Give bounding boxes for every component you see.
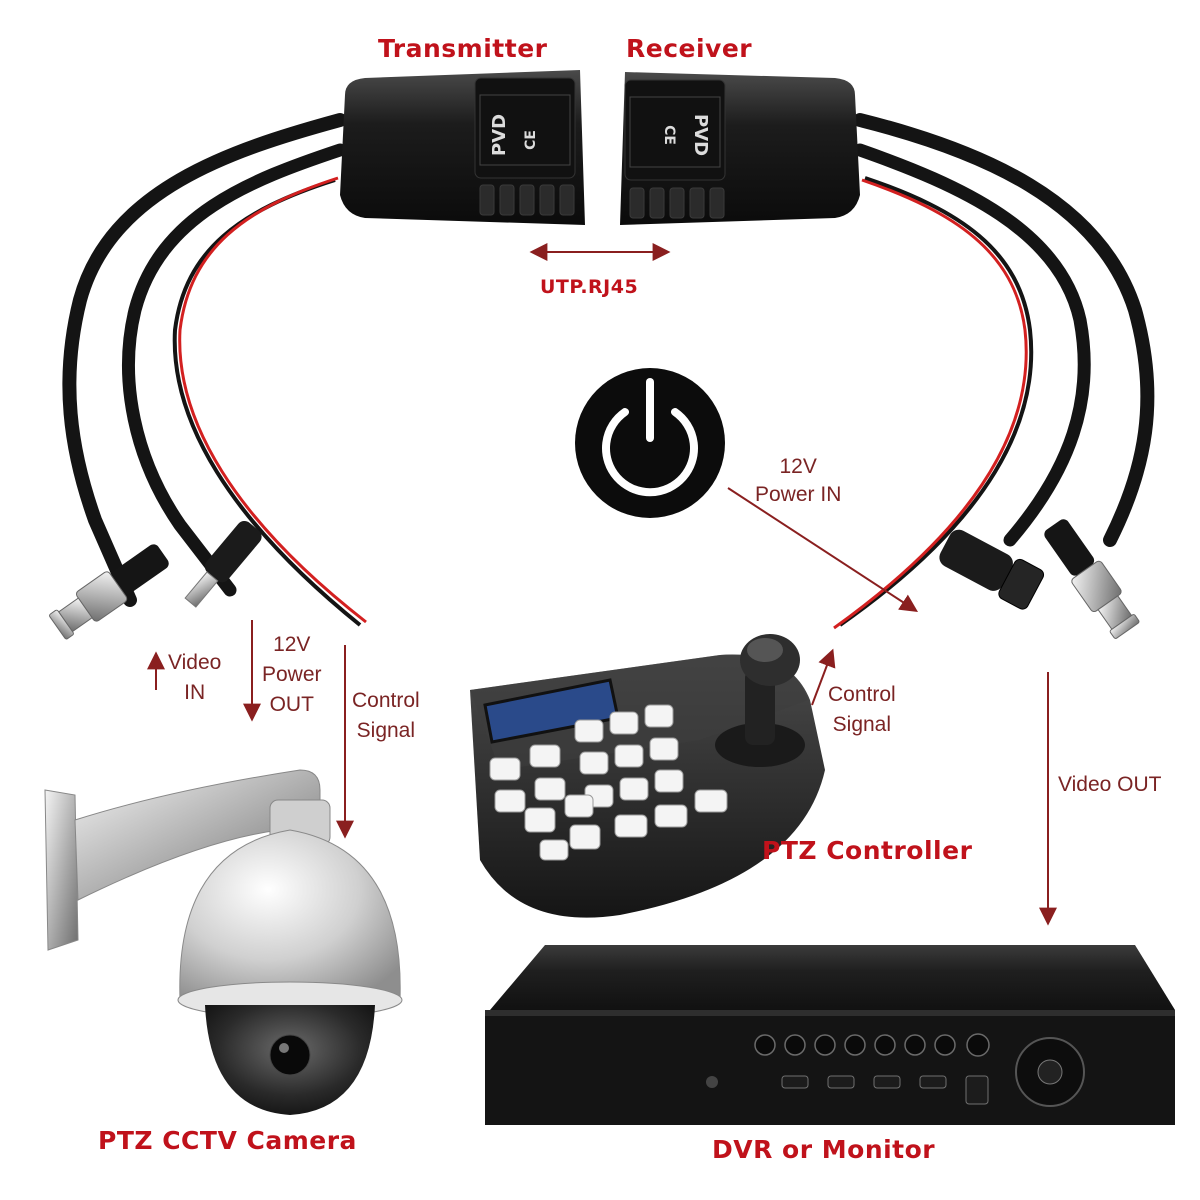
receiver-brand-mark: PVD [690, 114, 711, 156]
camera-title: PTZ CCTV Camera [98, 1126, 357, 1155]
video-in-line2: IN [184, 681, 206, 704]
control-right-line1: Control [828, 683, 896, 706]
power-in-arrow [727, 487, 919, 612]
receiver-ce-mark: CE [661, 125, 677, 145]
video-out-label: Video OUT [1058, 773, 1162, 796]
dvr-title: DVR or Monitor [712, 1135, 936, 1164]
control-left-line1: Control [352, 689, 420, 712]
transmitter-title: Transmitter [378, 34, 548, 63]
receiver-cables [833, 113, 1155, 630]
power-in-label: 12V Power IN [755, 452, 841, 510]
power-in-line2: Power IN [755, 483, 842, 506]
control-right-line2: Signal [832, 713, 892, 736]
bnc-connector-right [1044, 519, 1140, 639]
receiver-title: Receiver [626, 34, 753, 63]
dc-jack-right [939, 529, 1045, 610]
video-in-label: Video IN [168, 648, 221, 708]
power-out-line1: 12V [273, 633, 311, 656]
control-right-arrow [811, 648, 836, 706]
ptz-controller-title: PTZ Controller [762, 836, 973, 865]
bnc-connector-left [49, 544, 169, 640]
ptz-camera [44, 769, 403, 1115]
control-left-line2: Signal [356, 719, 416, 742]
transmitter-cables [62, 113, 367, 627]
dc-plug-left [184, 520, 262, 608]
transmitter-ce-mark: CE [523, 130, 539, 150]
power-icon [575, 368, 725, 518]
control-signal-left-label: Control Signal [352, 686, 420, 746]
dvr-unit [485, 945, 1175, 1125]
power-out-label: 12V Power OUT [262, 630, 322, 720]
transmitter-balun [340, 70, 585, 225]
control-signal-right-label: Control Signal [828, 680, 896, 740]
transmitter-brand-mark: PVD [489, 114, 510, 156]
power-out-line3: OUT [269, 693, 314, 716]
power-out-line2: Power [262, 663, 322, 686]
ptz-controller [470, 634, 825, 918]
power-in-line1: 12V [779, 455, 817, 478]
receiver-balun [620, 72, 860, 225]
video-in-line1: Video [168, 651, 222, 674]
utp-label: UTP.RJ45 [540, 276, 639, 298]
